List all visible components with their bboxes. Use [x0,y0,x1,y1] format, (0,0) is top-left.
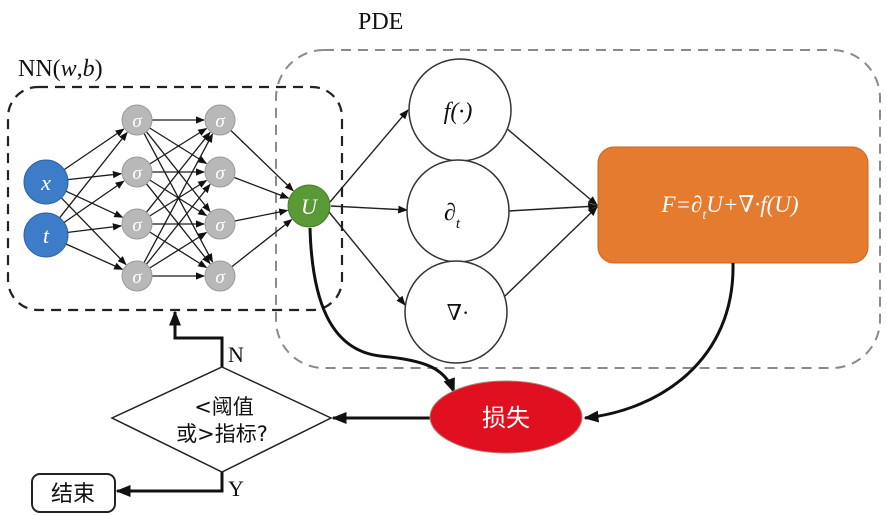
nn-edge [149,231,208,269]
hidden-layer-2: σ σ σ σ [204,104,236,292]
output-node-u-label: U [301,194,319,219]
input-node-x: x [23,159,69,205]
nn-edge [149,127,208,165]
hidden-node: σ [204,208,236,240]
hidden-layer-1: σ σ σ σ [121,104,153,292]
decision-yes-label: Y [228,476,244,501]
output-node-u: U [287,184,331,228]
nn-edge [234,208,289,222]
nn-edge [60,197,127,266]
hidden-node: σ [121,260,153,292]
nn-title: NN(w,b) [18,56,103,82]
arrow-decision-yes [115,472,224,497]
nn-edge [63,180,125,224]
hidden-node: σ [121,156,153,188]
nn-edge [145,183,211,265]
hidden-node: σ [204,104,236,136]
decision-no-label: N [228,342,244,367]
nn-edge [231,219,293,268]
operator-f-label: f(·) [444,99,473,125]
hidden-node: σ [204,260,236,292]
hidden-node: σ [121,104,153,136]
decision-line-2: 或>指标? [176,422,268,446]
decision-line-1: <阈值 [194,395,254,419]
nn-edge [145,131,211,213]
sigma-label: σ [132,163,142,184]
pde-title: PDE [358,9,403,35]
input-node-t: t [23,212,69,258]
edge-u-to-div [328,211,406,306]
nn-edges [59,116,294,280]
sigma-label: σ [132,215,142,236]
nn-edge [230,129,294,192]
arrow-residual-to-loss [583,262,735,423]
nn-edge [65,243,124,270]
nn-edge [63,128,125,171]
sigma-label: σ [132,267,142,288]
nn-edge [67,170,123,181]
residual-box: F=∂tU+∇·f(U) [597,146,869,264]
operator-node-dt: ∂t [406,159,510,263]
edge-div-to-residual [504,206,598,297]
nn-edge [59,131,128,219]
edge-dt-to-residual [507,202,598,212]
sigma-label: σ [132,111,142,132]
input-node-t-label: t [43,223,50,248]
nn-edge [233,176,290,199]
nn-group-box [6,85,344,312]
input-node-x-label: x [40,170,51,195]
sigma-label: σ [215,163,225,184]
edge-f-to-residual [504,126,598,206]
hidden-node: σ [121,208,153,240]
operator-node-f: f(·) [408,58,512,162]
pde-edges [328,109,598,306]
decision-node: <阈值 或>指标? [110,366,333,473]
sigma-label: σ [215,267,225,288]
edge-u-to-f [329,109,409,203]
edge-u-to-dt [330,205,408,214]
nn-edge [65,190,124,218]
flow-arrows [115,227,735,497]
operator-node-div: ∇· [404,260,508,364]
loss-node: 损失 [429,380,583,454]
end-node: 结束 [31,473,116,513]
nn-edge [143,133,214,264]
sigma-label: σ [215,215,225,236]
nn-edge [67,223,123,234]
loss-label: 损失 [482,404,530,432]
arrow-decision-no [169,310,224,367]
operator-div-label: ∇· [447,300,470,325]
residual-formula: F=∂tU+∇·f(U) [660,192,798,223]
end-label: 结束 [51,482,95,507]
sigma-label: σ [215,111,225,132]
arrow-u-to-loss [308,227,456,394]
hidden-node: σ [204,156,236,188]
operator-dt-label: ∂t [444,200,461,232]
